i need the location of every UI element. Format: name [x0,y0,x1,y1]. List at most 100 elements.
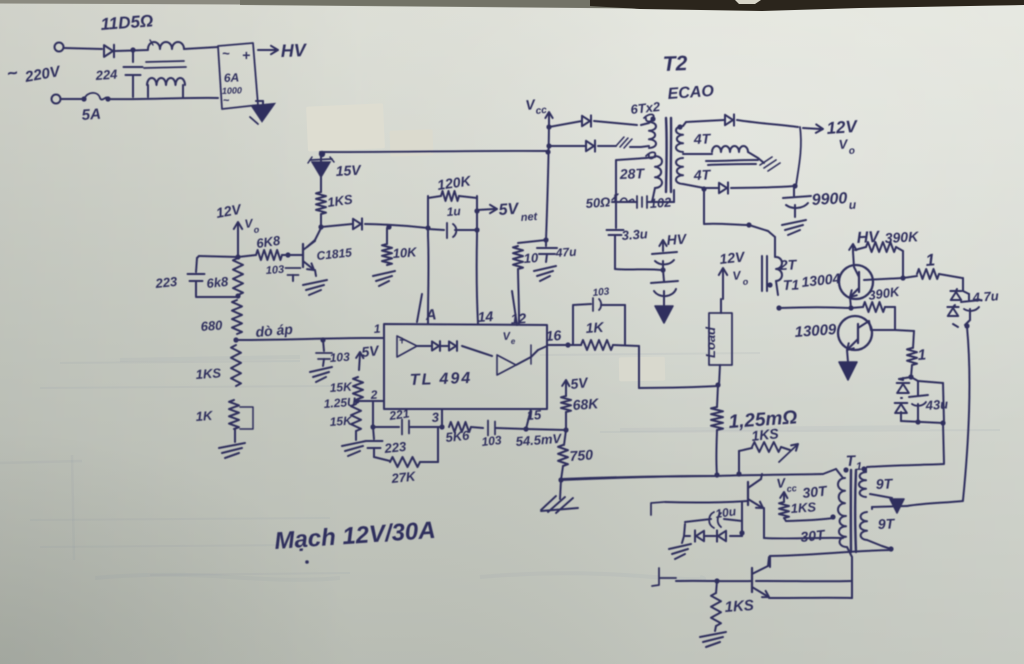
svg-text:ECAO: ECAO [667,83,715,103]
svg-text:1KS: 1KS [326,192,353,210]
svg-text:1: 1 [925,250,936,270]
svg-text:43u: 43u [924,396,948,413]
svg-text:103: 103 [329,350,350,365]
svg-text:V: V [502,330,512,343]
svg-text:47u: 47u [554,245,577,261]
svg-text:1: 1 [856,461,863,473]
svg-text:10: 10 [523,250,539,266]
svg-text:6K8: 6K8 [255,233,281,251]
svg-text:27K: 27K [390,468,418,486]
svg-text:54.5mV: 54.5mV [515,431,563,449]
svg-text:1: 1 [917,346,927,364]
svg-text:103: 103 [265,264,284,277]
svg-text:10K: 10K [392,244,418,261]
svg-text:4.7u: 4.7u [971,288,999,305]
svg-text:1KS: 1KS [195,365,222,382]
svg-text:C1815: C1815 [316,245,353,263]
svg-text:V: V [776,475,788,491]
svg-text:V: V [838,136,849,152]
svg-text:11D5Ω: 11D5Ω [100,11,154,34]
svg-text:14: 14 [477,308,494,325]
svg-text:1KS: 1KS [751,425,780,444]
svg-text:6A: 6A [224,70,240,85]
svg-text:1K: 1K [195,408,214,424]
svg-text:o: o [742,276,749,287]
svg-text:390K: 390K [867,284,901,303]
svg-text:T1: T1 [783,276,800,293]
svg-text:6Tx2: 6Tx2 [630,99,662,117]
svg-text:cc: cc [535,105,548,117]
svg-text:15K: 15K [329,413,353,429]
svg-text:5K6: 5K6 [445,427,471,444]
svg-text:16: 16 [545,327,562,344]
svg-text:~: ~ [223,95,231,107]
svg-text:1,25mΩ: 1,25mΩ [728,407,798,433]
svg-text:120K: 120K [436,172,472,193]
svg-text:A: A [424,306,437,324]
svg-text:1: 1 [373,322,381,336]
svg-text:9T: 9T [878,515,896,532]
svg-text:103: 103 [481,433,503,449]
svg-text:o: o [253,224,260,235]
svg-text:1000: 1000 [222,85,242,96]
svg-text:T: T [846,453,858,470]
svg-text:o: o [848,146,855,157]
svg-text:68K: 68K [572,395,600,413]
svg-text:1.25U: 1.25U [323,395,356,411]
svg-text:Load: Load [703,326,718,358]
svg-text:390K: 390K [884,228,919,246]
svg-text:4T: 4T [693,130,712,147]
svg-text:3: 3 [431,409,440,425]
svg-text:1u: 1u [446,204,462,219]
svg-text:12V: 12V [719,248,747,267]
svg-text:HV: HV [280,40,308,61]
svg-text:223: 223 [383,439,408,456]
svg-text:223: 223 [154,274,179,291]
svg-text:10u: 10u [714,504,737,521]
svg-text:~: ~ [222,46,230,61]
svg-text:9T: 9T [876,475,894,492]
svg-text:~: ~ [5,62,19,84]
svg-text:5V: 5V [361,342,381,360]
svg-text:HV: HV [666,231,688,248]
svg-text:TL 494: TL 494 [410,370,473,389]
svg-text:50Ω: 50Ω [585,194,611,211]
svg-text:224: 224 [94,66,118,83]
svg-text:12V: 12V [826,117,859,138]
svg-text:9900: 9900 [811,190,848,209]
svg-text:220V: 220V [23,63,63,86]
svg-text:dò áp: dò áp [255,321,294,340]
svg-text:13009: 13009 [794,321,837,341]
svg-text:28T: 28T [619,165,646,182]
svg-text:cc: cc [786,483,797,494]
svg-text:e: e [511,337,517,346]
svg-text:12V: 12V [215,201,244,221]
svg-text:4T: 4T [693,166,712,183]
svg-text:T2: T2 [662,52,688,76]
svg-text:30T: 30T [800,526,827,545]
svg-text:6k8: 6k8 [206,274,230,291]
svg-text:3.3u: 3.3u [621,226,648,243]
svg-text:5V: 5V [498,201,520,219]
svg-text:1KS: 1KS [724,597,754,616]
svg-text:V: V [244,216,254,231]
svg-text:15K: 15K [329,379,353,395]
svg-text:5A: 5A [81,106,101,124]
svg-text:net: net [520,211,539,224]
svg-text:12: 12 [510,310,527,327]
svg-text:2: 2 [369,388,378,403]
svg-text:15V: 15V [335,162,362,179]
svg-text:103: 103 [592,286,610,299]
svg-text:30T: 30T [802,482,829,501]
svg-text:u: u [848,198,857,212]
svg-text:1KS: 1KS [790,499,817,516]
svg-text:13004: 13004 [801,270,842,290]
svg-text:750: 750 [569,446,594,464]
svg-text:221: 221 [387,406,410,423]
svg-text:V: V [525,96,538,113]
svg-text:+: + [242,47,250,63]
svg-text:680: 680 [200,317,223,334]
svg-text:2T: 2T [779,256,798,273]
svg-text:V: V [732,268,742,283]
svg-text:1K: 1K [585,319,605,336]
